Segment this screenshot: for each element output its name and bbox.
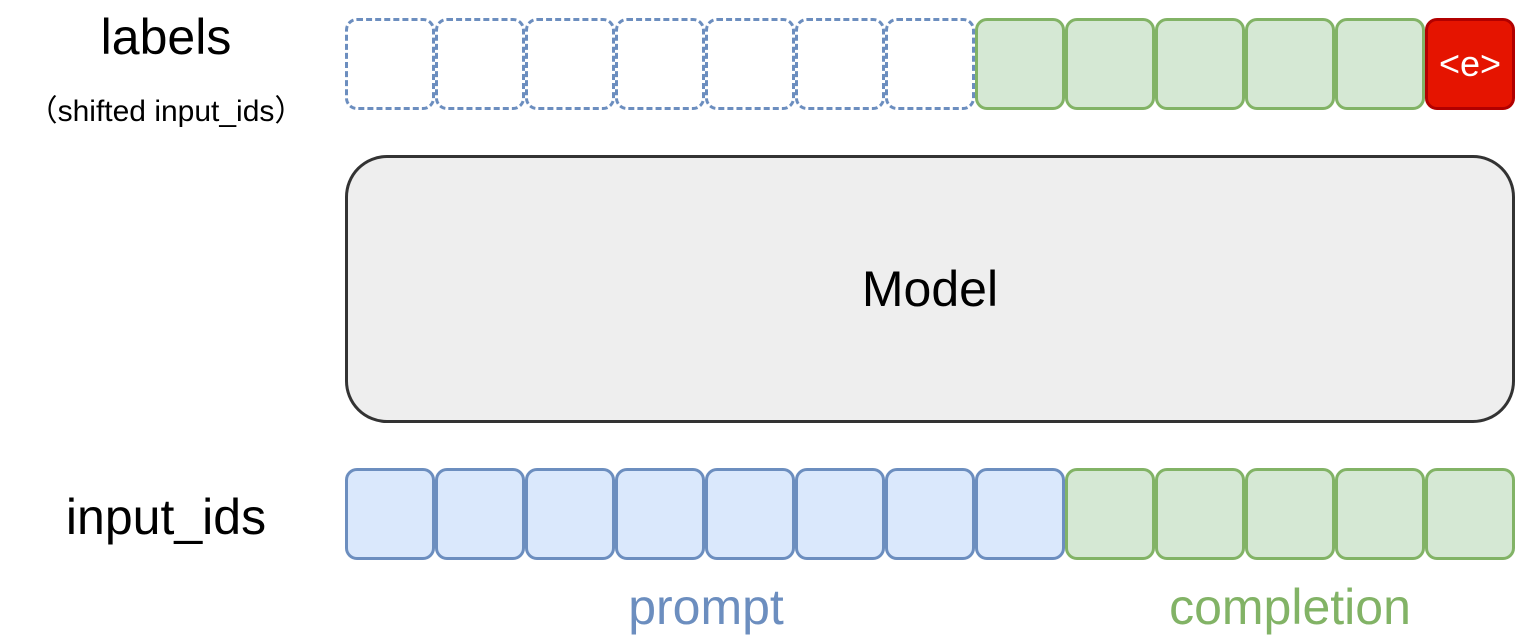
labels-completion-token-11: [1245, 18, 1335, 110]
labels-empty-token-3: [525, 18, 615, 110]
labels-empty-token-6: [795, 18, 885, 110]
labels-empty-token-7: [885, 18, 975, 110]
input-prompt-token-6: [795, 468, 885, 560]
input-prompt-token-3: [525, 468, 615, 560]
labels-empty-token-4: [615, 18, 705, 110]
labels-title: labels: [100, 9, 232, 65]
labels-completion-token-10: [1155, 18, 1245, 110]
input-prompt-token-4: [615, 468, 705, 560]
model-box: Model: [345, 155, 1515, 423]
input-prompt-token-8: [975, 468, 1065, 560]
input-prompt-token-7: [885, 468, 975, 560]
input-completion-token-10: [1155, 468, 1245, 560]
labels-empty-token-2: [435, 18, 525, 110]
labels-empty-token-5: [705, 18, 795, 110]
input-prompt-token-1: [345, 468, 435, 560]
labels-empty-token-1: [345, 18, 435, 110]
labels-completion-token-12: [1335, 18, 1425, 110]
input-completion-token-13: [1425, 468, 1515, 560]
completion-caption: completion: [1169, 579, 1411, 635]
labels-eos-token-13: <e>: [1425, 18, 1515, 110]
input-ids-title: input_ids: [65, 489, 267, 545]
eos-token-label: <e>: [1438, 43, 1502, 84]
input-prompt-token-5: [705, 468, 795, 560]
labels-completion-token-9: [1065, 18, 1155, 110]
labels-subtitle: （shifted input_ids）: [27, 95, 305, 128]
model-label: Model: [861, 261, 999, 317]
input-completion-token-11: [1245, 468, 1335, 560]
labels-completion-token-8: [975, 18, 1065, 110]
input-completion-token-12: [1335, 468, 1425, 560]
input-completion-token-9: [1065, 468, 1155, 560]
prompt-caption: prompt: [628, 579, 784, 635]
input-prompt-token-2: [435, 468, 525, 560]
